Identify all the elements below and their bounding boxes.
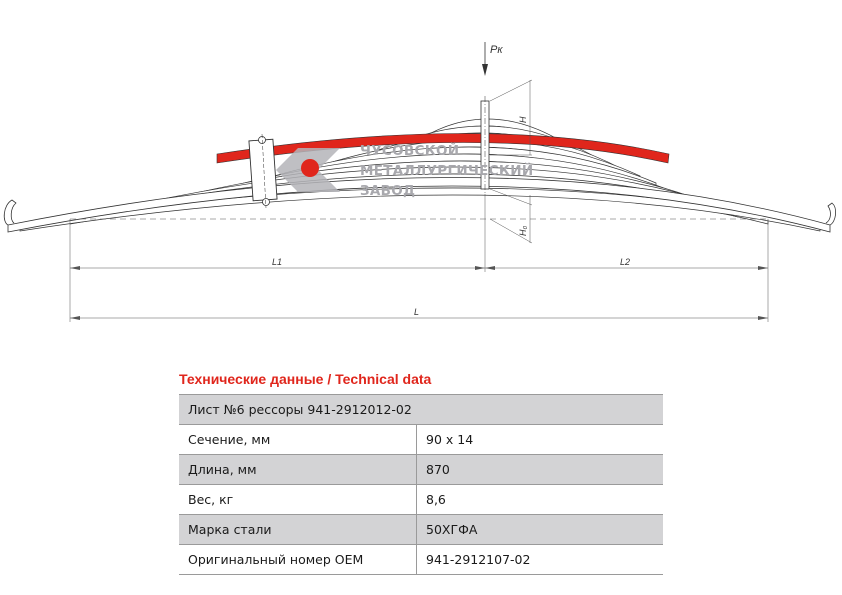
- row-label: Марка стали: [179, 514, 417, 545]
- dimension-h: H: [489, 79, 533, 156]
- technical-data-table: Лист №6 рессоры 941-2912012-02 Сечение, …: [179, 394, 663, 575]
- dim-h-label: H: [518, 116, 528, 123]
- dimension-h0: H₀: [489, 188, 533, 244]
- dim-l-label: L: [414, 307, 419, 317]
- company-logo: ЧУСОВСКОЙ МЕТАЛЛУРГИЧЕСКИЙ ЗАВОД: [276, 142, 533, 199]
- row-value: 8,6: [416, 484, 663, 515]
- main-leaf: [7, 177, 831, 233]
- spring-leaf: [19, 187, 821, 232]
- logo-line2: МЕТАЛЛУРГИЧЕСКИЙ: [360, 162, 533, 179]
- dimension-l2: L2: [485, 257, 768, 270]
- left-eye-hook: [3, 199, 17, 226]
- logo-line1: ЧУСОВСКОЙ: [360, 142, 459, 159]
- table-row: Сечение, мм 90 x 14: [179, 424, 663, 455]
- load-label: Pк: [490, 44, 503, 56]
- row-label: Оригинальный номер OEM: [179, 544, 417, 575]
- table-row: Длина, мм 870: [179, 454, 663, 485]
- dimension-l1: L1: [70, 257, 485, 270]
- row-label: Вес, кг: [179, 484, 417, 515]
- spring-clamp: [248, 133, 278, 209]
- row-value: 941-2912107-02: [416, 544, 663, 575]
- row-label: Длина, мм: [179, 454, 417, 485]
- load-arrow: Pк: [482, 42, 503, 76]
- row-label: Сечение, мм: [179, 424, 417, 455]
- table-header-row: Лист №6 рессоры 941-2912012-02: [179, 394, 663, 425]
- logo-line3: ЗАВОД: [360, 183, 415, 199]
- dim-h0-label: H₀: [518, 226, 528, 236]
- row-value: 90 x 14: [416, 424, 663, 455]
- table-row: Марка стали 50ХГФА: [179, 514, 663, 545]
- table-header: Лист №6 рессоры 941-2912012-02: [179, 394, 663, 425]
- dim-l2-label: L2: [620, 257, 630, 267]
- dim-l1-label: L1: [272, 257, 282, 267]
- table-row: Оригинальный номер OEM 941-2912107-02: [179, 544, 663, 575]
- row-value: 870: [416, 454, 663, 485]
- leaf-spring-drawing: Pк H H₀ L1 L2 L ЧУСОВСКОЙ МЕТАЛЛУРГИЧ: [3, 42, 836, 322]
- dimension-l: L: [70, 307, 768, 320]
- right-eye-hook: [825, 202, 836, 226]
- technical-data-title: Технические данные / Technical data: [179, 371, 432, 387]
- table-row: Вес, кг 8,6: [179, 484, 663, 515]
- row-value: 50ХГФА: [416, 514, 663, 545]
- highlighted-leaf-6: [216, 133, 670, 164]
